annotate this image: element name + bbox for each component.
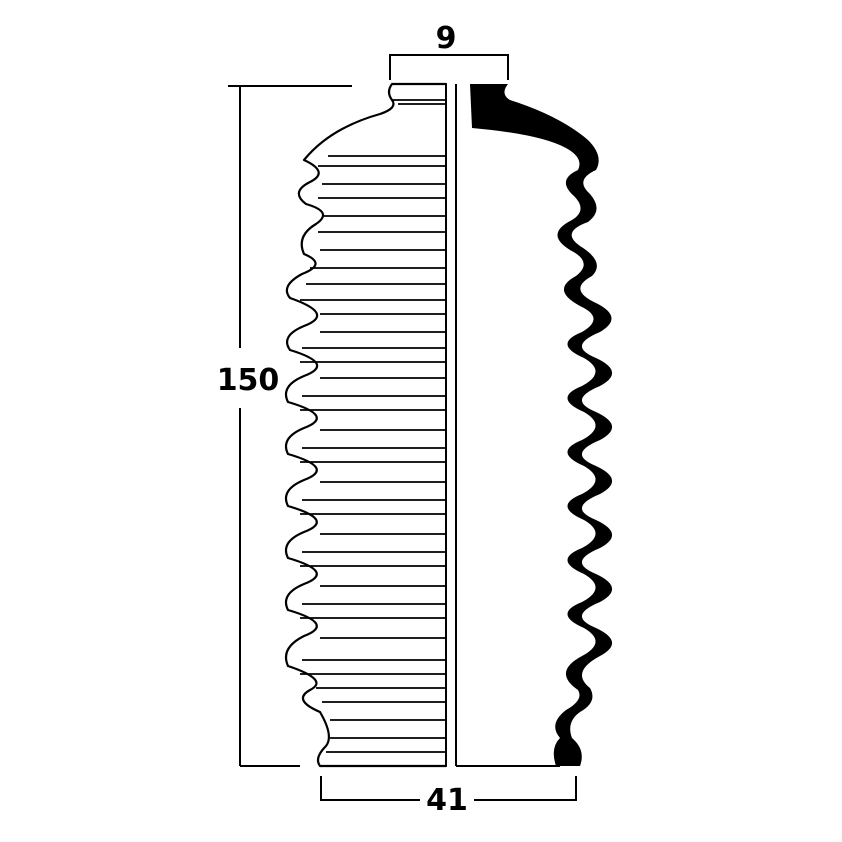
boot-exterior-half [284, 82, 457, 768]
top-diameter-dimension: 9 [389, 21, 509, 80]
top-diameter-label: 9 [436, 21, 457, 56]
bottom-diameter-dimension: 41 [320, 776, 577, 818]
height-label: 150 [217, 363, 280, 398]
boot-section-half [456, 84, 613, 767]
height-dimension: 150 [217, 85, 352, 767]
boot-ribs [300, 99, 446, 753]
bottom-diameter-label: 41 [426, 783, 468, 818]
